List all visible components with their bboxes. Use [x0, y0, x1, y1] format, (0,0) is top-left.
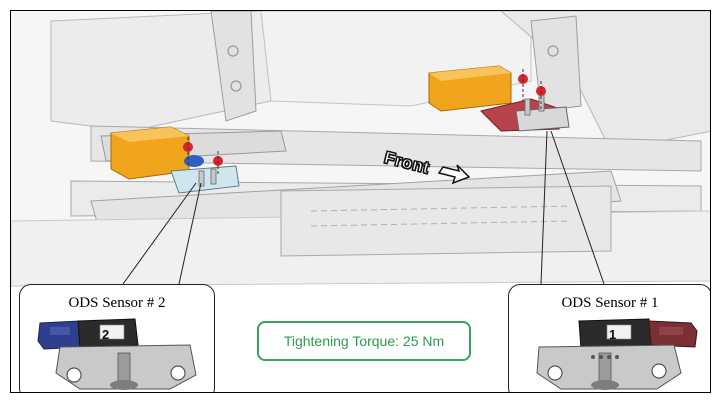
front-arrow-icon — [437, 164, 471, 185]
diagram-frame: Front ODS Sensor # 2 2 Tightening Torque… — [10, 10, 711, 393]
ods-sensor-2-label: ODS Sensor # 2 — [68, 295, 166, 311]
ods-sensor-2-number: 2 — [102, 327, 110, 342]
seat-frame-illustration — [11, 11, 710, 287]
tightening-torque-text: Tightening Torque: 25 Nm — [283, 333, 445, 349]
ods-sensor-2-image — [37, 318, 197, 390]
sensor-1-assembly — [428, 65, 570, 132]
callout-ods-sensor-2: ODS Sensor # 2 2 — [19, 284, 215, 392]
sensor-2-assembly — [110, 126, 240, 194]
tightening-torque-note: Tightening Torque: 25 Nm — [257, 321, 471, 361]
ods-sensor-1-image — [536, 318, 698, 390]
ods-sensor-1-label: ODS Sensor # 1 — [561, 295, 659, 311]
callout-ods-sensor-1: ODS Sensor # 1 1 — [508, 284, 710, 392]
ods-sensor-1-number: 1 — [609, 327, 617, 342]
